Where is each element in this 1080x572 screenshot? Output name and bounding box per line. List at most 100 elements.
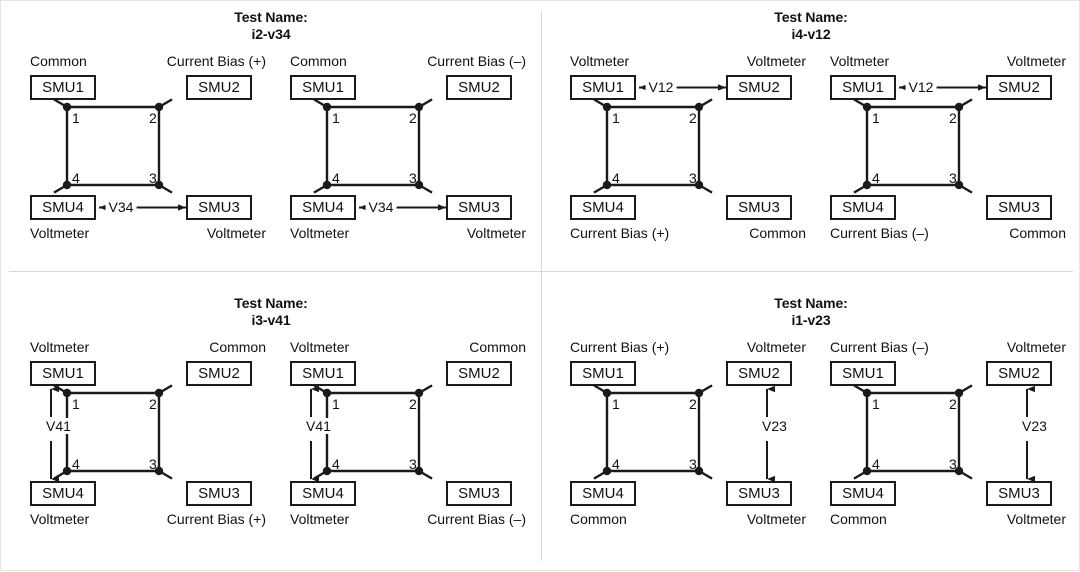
node-label-1: 1 bbox=[72, 396, 80, 412]
annotation-top-left: Common bbox=[30, 53, 87, 69]
smu4-box[interactable]: SMU4 bbox=[570, 481, 636, 506]
test-name-value: i2-v34 bbox=[251, 26, 291, 42]
smu3-box[interactable]: SMU3 bbox=[986, 481, 1052, 506]
node-label-4: 4 bbox=[612, 170, 620, 186]
annotation-top-right: Voltmeter bbox=[1006, 339, 1066, 355]
smu1-box[interactable]: SMU1 bbox=[830, 361, 896, 386]
node-label-1: 1 bbox=[872, 110, 880, 126]
smu3-box[interactable]: SMU3 bbox=[986, 195, 1052, 220]
annotation-top-left: Current Bias (+) bbox=[570, 339, 670, 355]
smu4-box[interactable]: SMU4 bbox=[570, 195, 636, 220]
annotation-top-right: Voltmeter bbox=[1006, 53, 1066, 69]
annotation-top-left: Voltmeter bbox=[30, 339, 90, 355]
annotation-bottom-right: Voltmeter bbox=[466, 225, 526, 241]
measurement-label-V34: V34 bbox=[365, 199, 397, 215]
node-label-2: 2 bbox=[949, 396, 957, 412]
annotation-bottom-left: Current Bias (–) bbox=[830, 225, 929, 241]
measurement-label-V12: V12 bbox=[905, 79, 937, 95]
circuit-cell-i2-v34-pos: Common Current Bias (+) Voltmeter Voltmeter… bbox=[23, 45, 273, 250]
node-label-4: 4 bbox=[332, 170, 340, 186]
smu2-box[interactable]: SMU2 bbox=[726, 361, 792, 386]
smu3-box[interactable]: SMU3 bbox=[186, 481, 252, 506]
smu1-box[interactable]: SMU1 bbox=[30, 75, 96, 100]
smu2-box[interactable]: SMU2 bbox=[986, 361, 1052, 386]
test-name-title: Test Name:i1-v23 bbox=[541, 295, 1080, 329]
node-label-3: 3 bbox=[949, 456, 957, 472]
test-name-title: Test Name:i2-v34 bbox=[1, 9, 541, 43]
annotation-top-right: Current Bias (–) bbox=[427, 53, 526, 69]
node-label-4: 4 bbox=[612, 456, 620, 472]
node-label-4: 4 bbox=[872, 170, 880, 186]
test-name-title: Test Name:i4-v12 bbox=[541, 9, 1080, 43]
smu3-box[interactable]: SMU3 bbox=[446, 481, 512, 506]
smu2-box[interactable]: SMU2 bbox=[186, 75, 252, 100]
annotation-bottom-right: Current Bias (+) bbox=[166, 511, 266, 527]
smu3-box[interactable]: SMU3 bbox=[726, 481, 792, 506]
vertical-divider bbox=[541, 11, 542, 561]
node-label-3: 3 bbox=[149, 456, 157, 472]
annotation-bottom-left: Common bbox=[570, 511, 627, 527]
smu1-box[interactable]: SMU1 bbox=[290, 361, 356, 386]
smu2-box[interactable]: SMU2 bbox=[446, 75, 512, 100]
smu1-box[interactable]: SMU1 bbox=[570, 75, 636, 100]
smu1-box[interactable]: SMU1 bbox=[830, 75, 896, 100]
test-name-value: i4-v12 bbox=[791, 26, 831, 42]
annotation-top-left: Current Bias (–) bbox=[830, 339, 929, 355]
smu4-box[interactable]: SMU4 bbox=[30, 481, 96, 506]
smu2-box[interactable]: SMU2 bbox=[986, 75, 1052, 100]
annotation-top-right: Common bbox=[209, 339, 266, 355]
measurement-label-V12: V12 bbox=[645, 79, 677, 95]
node-label-1: 1 bbox=[332, 110, 340, 126]
node-label-3: 3 bbox=[689, 456, 697, 472]
smu3-box[interactable]: SMU3 bbox=[186, 195, 252, 220]
smu3-box[interactable]: SMU3 bbox=[726, 195, 792, 220]
smu4-box[interactable]: SMU4 bbox=[830, 195, 896, 220]
node-label-2: 2 bbox=[949, 110, 957, 126]
node-label-2: 2 bbox=[409, 110, 417, 126]
annotation-bottom-right: Voltmeter bbox=[746, 511, 806, 527]
annotation-bottom-left: Voltmeter bbox=[30, 225, 90, 241]
annotation-top-right: Current Bias (+) bbox=[166, 53, 266, 69]
annotation-top-right: Voltmeter bbox=[746, 53, 806, 69]
node-label-1: 1 bbox=[612, 110, 620, 126]
smu4-box[interactable]: SMU4 bbox=[830, 481, 896, 506]
test-name-prefix: Test Name: bbox=[234, 9, 308, 25]
smu1-box[interactable]: SMU1 bbox=[290, 75, 356, 100]
smu2-box[interactable]: SMU2 bbox=[726, 75, 792, 100]
node-label-4: 4 bbox=[72, 170, 80, 186]
smu4-box[interactable]: SMU4 bbox=[30, 195, 96, 220]
smu4-box[interactable]: SMU4 bbox=[290, 481, 356, 506]
node-label-3: 3 bbox=[949, 170, 957, 186]
smu1-box[interactable]: SMU1 bbox=[30, 361, 96, 386]
smu1-box[interactable]: SMU1 bbox=[570, 361, 636, 386]
node-label-3: 3 bbox=[149, 170, 157, 186]
smu2-box[interactable]: SMU2 bbox=[446, 361, 512, 386]
test-name-prefix: Test Name: bbox=[774, 295, 848, 311]
smu4-box[interactable]: SMU4 bbox=[290, 195, 356, 220]
test-name-value: i3-v41 bbox=[251, 312, 291, 328]
smu2-box[interactable]: SMU2 bbox=[186, 361, 252, 386]
horizontal-divider bbox=[9, 271, 1073, 272]
annotation-bottom-left: Current Bias (+) bbox=[570, 225, 670, 241]
annotation-bottom-left: Common bbox=[830, 511, 887, 527]
measurement-label-V34: V34 bbox=[105, 199, 137, 215]
node-label-2: 2 bbox=[689, 110, 697, 126]
measurement-label-V41: V41 bbox=[303, 418, 334, 434]
test-name-prefix: Test Name: bbox=[774, 9, 848, 25]
annotation-bottom-right: Voltmeter bbox=[1006, 511, 1066, 527]
annotation-top-left: Common bbox=[290, 53, 347, 69]
measurement-label-V23: V23 bbox=[1019, 418, 1050, 434]
smu3-box[interactable]: SMU3 bbox=[446, 195, 512, 220]
annotation-bottom-right: Voltmeter bbox=[206, 225, 266, 241]
